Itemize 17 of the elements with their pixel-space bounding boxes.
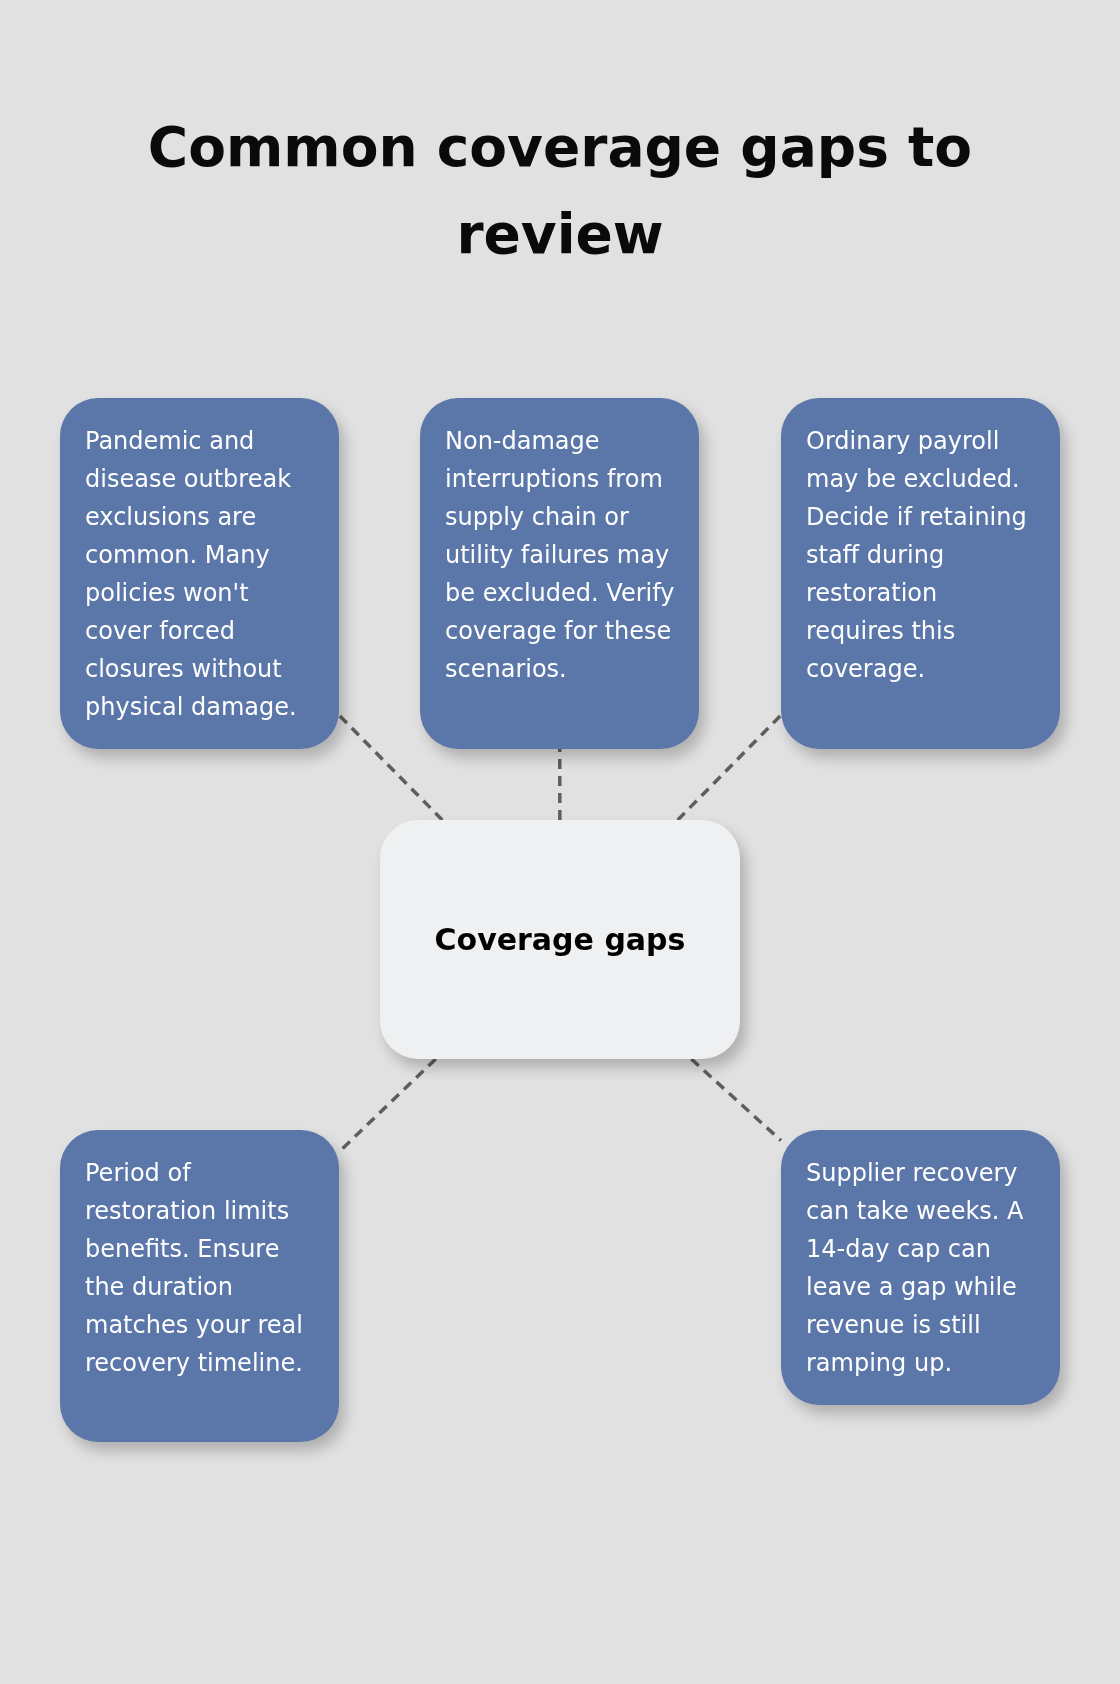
dashed-connector (337, 713, 444, 822)
description-text: Pandemic and disease outbreak exclusions are common. Many policies won't cover forced closures without physical damage. (85, 426, 298, 723)
info-card (60, 1130, 339, 1442)
info-card (781, 1130, 1060, 1405)
description-text: Supplier recovery can take weeks. A 14-day cap can leave a gap while revenue is still ramping up. (806, 1158, 1025, 1379)
info-card (420, 398, 699, 749)
dashed-connector (690, 1057, 783, 1142)
description-text: Ordinary payroll may be excluded. Decide if retaining staff during restoration requires this coverage. (806, 426, 1028, 685)
description-text: Period of restoration limits benefits. Ensure the duration matches your real recovery timeline. (85, 1158, 304, 1379)
info-card (60, 398, 339, 749)
description-text: Non-damage interruptions from supply chain or utility failures may be excluded. Verify coverage for these scenarios. (445, 426, 676, 685)
dashed-connector (558, 749, 562, 820)
hub-label: Coverage gaps (434, 920, 686, 959)
info-card (781, 398, 1060, 749)
title: Common coverage gaps to review (146, 114, 974, 268)
dashed-connector (676, 713, 783, 822)
hub-card (380, 820, 740, 1059)
